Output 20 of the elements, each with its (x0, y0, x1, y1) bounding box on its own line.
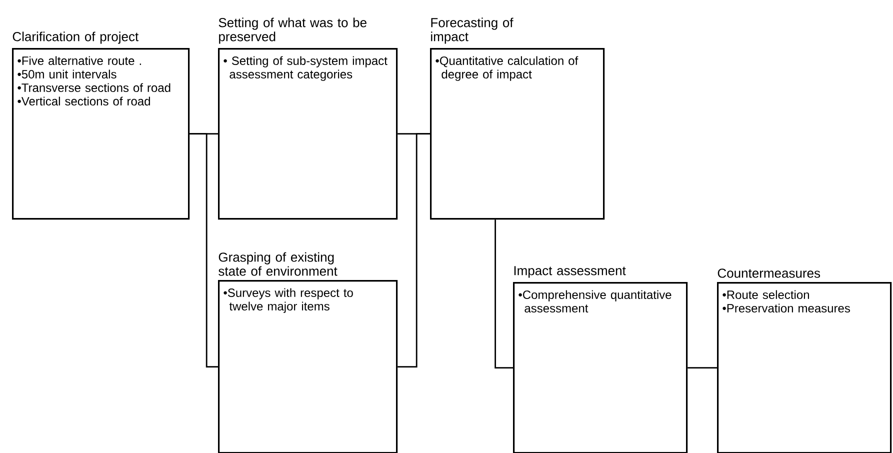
box-heading: Forecasting of impact (431, 18, 514, 44)
connector-line (190, 133, 218, 368)
box-heading: Setting of what was to be preserved (218, 18, 366, 44)
connector-line (494, 220, 513, 368)
node-label: •Transverse sections of road (18, 83, 170, 92)
bullet-list: • Setting of sub-system impact assessment categories (224, 56, 388, 81)
bullet-list: •Surveys with respect to twelve major items (224, 288, 353, 313)
connector-line (688, 367, 717, 368)
bullet-list: •Route selection •Preservation measures (722, 290, 850, 312)
bullet-list: •Quantitative calculation of degree of impact (436, 56, 578, 81)
box-heading: Impact assessment (514, 266, 626, 278)
connector-line (398, 133, 430, 368)
node-label: •Vertical sections of road (18, 96, 150, 106)
box-heading: Grasping of existing state of environment (218, 252, 338, 276)
box-heading: Countermeasures (718, 268, 820, 278)
node-label: •50m unit intervals (18, 70, 116, 79)
bullet-list: •Five alternative route . •50m unit intervals •Transverse sections of road •Vertical sections of road (18, 56, 170, 106)
bullet-list: •Comprehensive quantitative assessment (518, 290, 672, 312)
box-heading: Clarification of project (12, 32, 139, 44)
node-label: •Five alternative route . (18, 56, 142, 66)
